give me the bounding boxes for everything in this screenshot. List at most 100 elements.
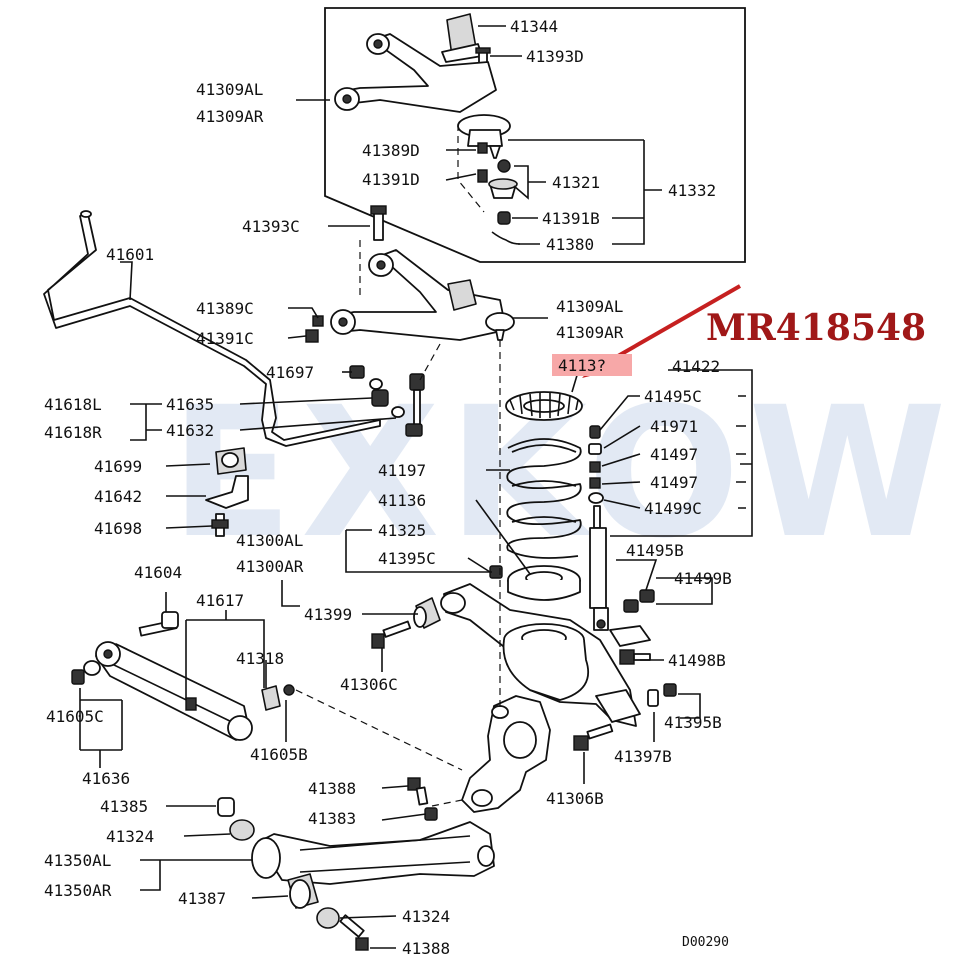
label-41309AR-mid: 41309AR [556, 323, 624, 342]
bolt-41393C [370, 205, 387, 241]
label-41389C: 41389C [196, 299, 254, 318]
lower-control-arm [440, 583, 651, 727]
label-41306B: 41306B [546, 789, 604, 808]
ring-41391B [497, 211, 511, 225]
label-41393D: 41393D [526, 47, 584, 66]
label-41618R: 41618R [44, 423, 102, 442]
label-41499C: 41499C [644, 499, 702, 518]
label-41197: 41197 [378, 461, 426, 480]
label-41324-a: 41324 [106, 827, 154, 846]
label-41697: 41697 [266, 363, 314, 382]
label-41642: 41642 [94, 487, 142, 506]
clip-41380 [491, 231, 521, 245]
nut-41389C [312, 315, 324, 327]
toe-control-rod-41617 [95, 641, 253, 741]
label-41324-b: 41324 [402, 907, 450, 926]
washer-41324-top [229, 819, 255, 841]
label-41399: 41399 [304, 605, 352, 624]
part-number-callout: MR418548 [706, 307, 926, 349]
bolt-41388-top [407, 777, 429, 806]
assembly-guide-lines [295, 124, 501, 807]
dust-boot-41321 [488, 159, 518, 199]
label-41389D: 41389D [362, 141, 420, 160]
upper-arm-top [334, 33, 497, 113]
bolt-41306C [371, 620, 412, 649]
bolt-41604 [138, 611, 179, 637]
label-41495C: 41495C [644, 387, 702, 406]
bolt-41498B [619, 649, 651, 665]
highlight-box [552, 354, 632, 376]
label-41601: 41601 [106, 245, 154, 264]
label-41332: 41332 [668, 181, 716, 200]
bump-stop-41344 [441, 13, 483, 63]
shock-absorber-parts [588, 425, 609, 631]
link-parts-41618 [349, 365, 425, 437]
label-41397B: 41397B [614, 747, 672, 766]
label-41618L: 41618L [44, 395, 102, 414]
leader-lines [79, 25, 753, 949]
label-41325: 41325 [378, 521, 426, 540]
nut-41389D [477, 142, 488, 154]
bolt-41698 [211, 513, 229, 537]
label-41632: 41632 [166, 421, 214, 440]
bushing-41699 [215, 447, 247, 475]
nut-41383 [424, 807, 438, 821]
label-41635: 41635 [166, 395, 214, 414]
label-41350AR: 41350AR [44, 881, 112, 900]
washer-41324-bottom [316, 907, 340, 929]
label-41383: 41383 [308, 809, 356, 828]
cam-bolt-41605B [185, 697, 197, 711]
label-41604: 41604 [134, 563, 182, 582]
bushing-41399 [413, 597, 441, 629]
label-41497-b: 41497 [650, 473, 698, 492]
label-41309AR-top: 41309AR [196, 107, 264, 126]
label-41136: 41136 [378, 491, 426, 510]
label-41971: 41971 [650, 417, 698, 436]
label-41388-a: 41388 [308, 779, 356, 798]
trailing-arm-41350 [251, 821, 495, 885]
label-41395C: 41395C [378, 549, 436, 568]
label-41388-b: 41388 [402, 939, 450, 958]
label-41605C: 41605C [46, 707, 104, 726]
spring-seat-4113x [505, 391, 583, 421]
label-41605B: 41605B [250, 745, 308, 764]
label-41391D: 41391D [362, 170, 420, 189]
label-41499B: 41499B [674, 569, 732, 588]
label-41309AL-mid: 41309AL [556, 297, 623, 316]
label-41380: 41380 [546, 235, 594, 254]
label-41321: 41321 [552, 173, 600, 192]
label-41391C: 41391C [196, 329, 254, 348]
label-41306C: 41306C [340, 675, 398, 694]
bushing-41385 [217, 797, 235, 817]
coil-spring-41197 [506, 438, 582, 559]
bushing-41318 [261, 684, 295, 711]
washer-41391C [305, 329, 319, 343]
upper-arm-inset-frame [324, 7, 746, 263]
label-41495B: 41495B [626, 541, 684, 560]
bolt-41306B [573, 723, 614, 751]
label-41350AL: 41350AL [44, 851, 111, 870]
label-41699: 41699 [94, 457, 142, 476]
label-41387: 41387 [178, 889, 226, 908]
label-41497-a: 41497 [650, 445, 698, 464]
stabilizer-bar-41601 [43, 210, 381, 447]
bolt-41388-bottom [339, 914, 369, 951]
bracket-41642 [205, 475, 249, 509]
label-41498B: 41498B [668, 651, 726, 670]
bushing-41387 [287, 873, 319, 909]
label-41698: 41698 [94, 519, 142, 538]
steering-knuckle [461, 695, 551, 813]
label-41344: 41344 [510, 17, 558, 36]
label-41309AL-top: 41309AL [196, 80, 263, 99]
nut-41395B [647, 683, 677, 707]
label-41636: 41636 [82, 769, 130, 788]
label-41300AL: 41300AL [236, 531, 303, 550]
diagram-code: D00290 [682, 935, 729, 950]
nut-41605C [71, 660, 101, 685]
label-41385: 41385 [100, 797, 148, 816]
label-41617: 41617 [196, 591, 244, 610]
label-41422: 41422 [672, 357, 720, 376]
label-41391B: 41391B [542, 209, 600, 228]
spring-pad-41136 [507, 565, 581, 601]
